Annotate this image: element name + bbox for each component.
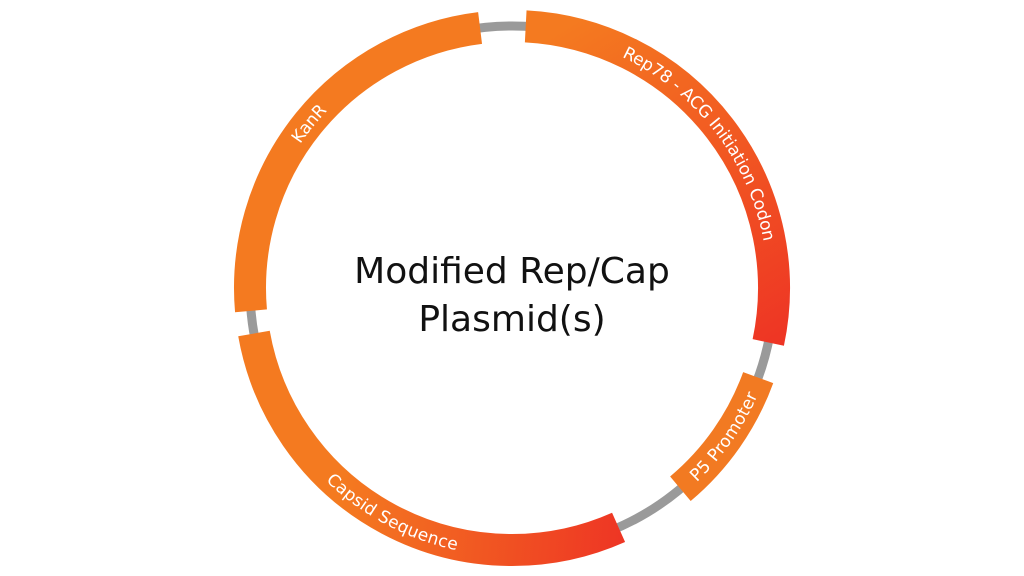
segment-capsid-sequence — [238, 330, 626, 566]
plasmid-title-line-1: Modified Rep/Cap — [354, 251, 670, 292]
plasmid-title-line-2: Plasmid(s) — [418, 299, 606, 340]
label-capsid-sequence: Capsid Sequence — [322, 470, 460, 555]
segment-rep78 — [524, 10, 790, 346]
plasmid-title: Modified Rep/Cap Plasmid(s) — [262, 248, 762, 344]
label-rep78: Rep78 - ACG Initiation Codon — [620, 43, 779, 242]
label-p5-promoter: P5 Promoter — [686, 389, 762, 486]
segment-p5-promoter — [669, 371, 774, 501]
segment-kanr — [234, 12, 483, 313]
